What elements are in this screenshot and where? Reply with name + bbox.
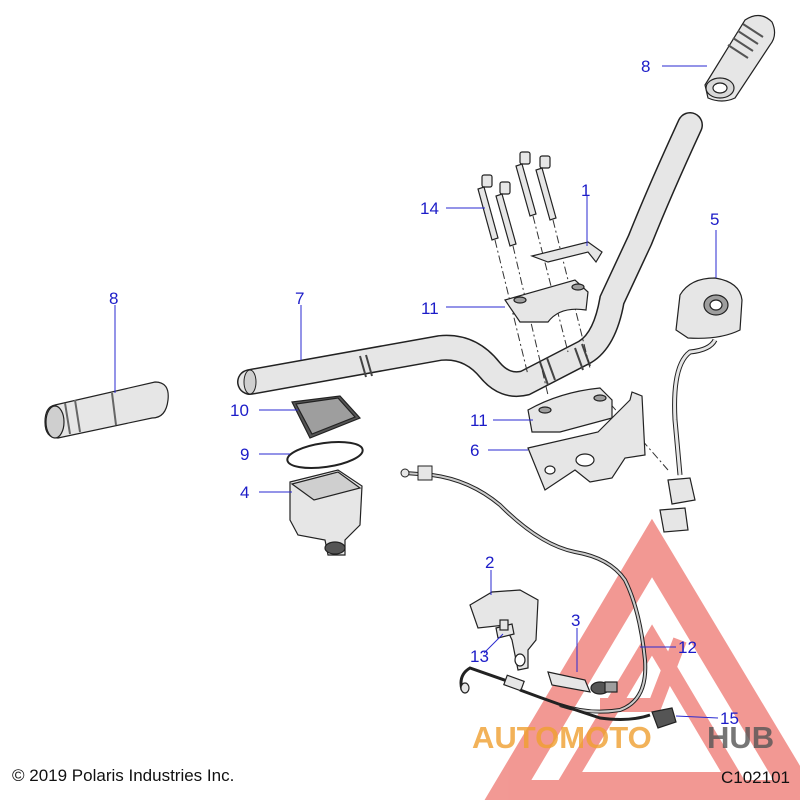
watermark-word-hub: HUB [707, 720, 774, 755]
copyright-notice: © 2019 Polaris Industries Inc. [12, 766, 235, 785]
callout-3: 3 [571, 611, 580, 630]
mount-bracket [527, 391, 646, 491]
right-grip [704, 14, 776, 102]
callout-15: 15 [720, 709, 739, 728]
left-grip [44, 381, 169, 439]
callout-13: 13 [470, 647, 489, 666]
lower-clamp [527, 387, 613, 433]
callout-11-bottom: 11 [470, 411, 488, 430]
mounting-bolts [477, 151, 557, 247]
watermark-text: AUTOMOTO HUB [472, 720, 774, 755]
callout-10: 10 [230, 401, 249, 420]
right-switch [659, 277, 743, 533]
master-cylinder-cover [291, 395, 362, 439]
diaphragm [286, 440, 364, 470]
watermark-word-automoto: AUTOMOTO [472, 720, 652, 755]
callout-9: 9 [240, 445, 249, 464]
watermark-logo [484, 518, 800, 800]
lower-cable [459, 666, 651, 721]
callout-4: 4 [240, 483, 249, 502]
leader-lines [114, 65, 719, 719]
callout-6: 6 [470, 441, 479, 460]
callout-labels: 8 1 14 5 8 7 11 10 11 9 6 4 2 3 12 13 15 [109, 57, 739, 728]
sensor [547, 671, 618, 695]
figure-code: C102101 [720, 768, 790, 787]
bolt-13 [495, 619, 515, 639]
throttle-cable [400, 465, 648, 714]
callout-14: 14 [420, 199, 439, 218]
callout-11-top: 11 [421, 299, 439, 318]
callout-2: 2 [485, 553, 494, 572]
callout-7: 7 [295, 289, 304, 308]
bracket-1 [529, 241, 603, 264]
callout-1: 1 [581, 181, 590, 200]
clip-15 [651, 707, 677, 729]
callout-8-top: 8 [641, 57, 650, 76]
callout-8-left: 8 [109, 289, 118, 308]
handlebar [237, 112, 703, 398]
callout-12: 12 [678, 638, 697, 657]
master-cylinder [289, 469, 363, 556]
callout-5: 5 [710, 210, 719, 229]
upper-clamp [504, 279, 589, 323]
